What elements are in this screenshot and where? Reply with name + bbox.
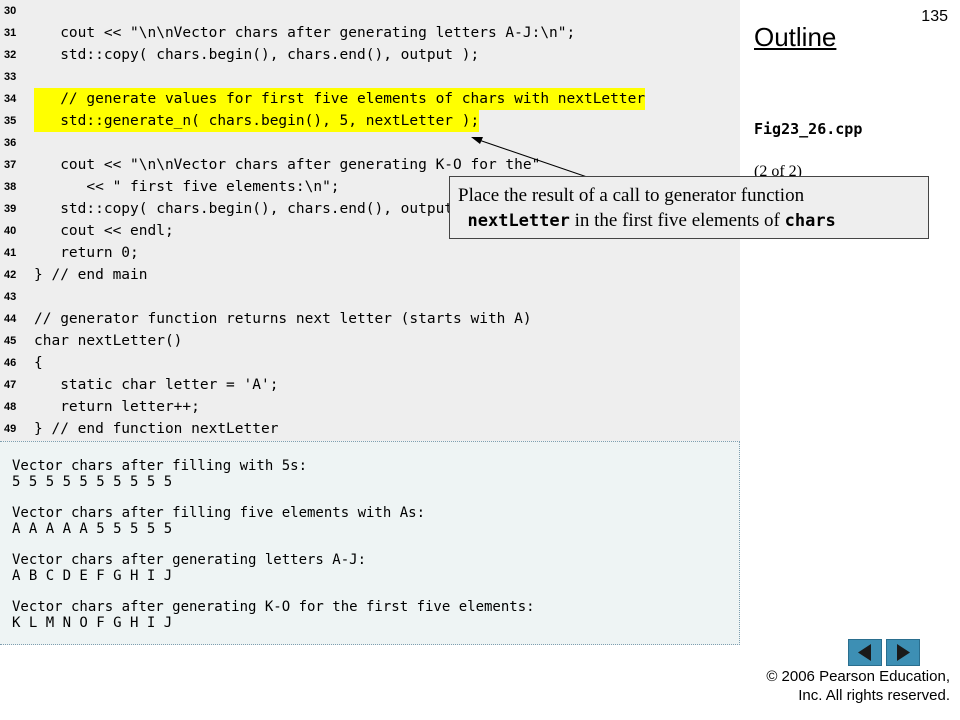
line-number: 34 — [4, 93, 17, 105]
output-line: A A A A A 5 5 5 5 5 — [12, 521, 173, 537]
output-line: Vector chars after generating letters A-… — [12, 552, 367, 568]
code-line: 44 // generator function returns next let… — [0, 308, 740, 330]
code-line: 33 — [0, 66, 740, 88]
line-number: 40 — [4, 225, 17, 237]
code-text: std::generate_n( chars.begin(), 5, nextL… — [34, 110, 480, 132]
code-text: cout << "\n\nVector chars after generati… — [34, 25, 576, 41]
code-line: 45 char nextLetter() — [0, 330, 740, 352]
output-line: A B C D E F G H I J — [12, 568, 173, 584]
code-text: // generate values for first five elemen… — [34, 88, 646, 110]
callout-text-mid: in the first five elements of — [569, 210, 785, 231]
line-number: 41 — [4, 247, 17, 259]
program-output: Vector chars after filling with 5s:5 5 5… — [0, 441, 740, 645]
line-number: 45 — [4, 335, 17, 347]
line-number: 37 — [4, 159, 17, 171]
code-line: 39 std::copy( chars.begin(), chars.end()… — [0, 198, 740, 220]
prev-slide-button[interactable] — [848, 639, 882, 666]
code-line: 38 << " first five elements:\n"; — [0, 176, 740, 198]
file-label: Fig23_26.cpp — [754, 120, 863, 138]
line-number: 38 — [4, 181, 17, 193]
line-number: 33 — [4, 71, 17, 83]
code-line: 34 // generate values for first five ele… — [0, 88, 740, 110]
output-line: Vector chars after filling five elements… — [12, 505, 426, 521]
code-text: std::copy( chars.begin(), chars.end(), o… — [34, 201, 480, 217]
line-number: 44 — [4, 313, 17, 325]
code-text: } // end main — [34, 267, 148, 283]
callout-text-before: Place the result of a call to generator … — [458, 185, 805, 206]
line-number: 43 — [4, 291, 17, 303]
output-line: 5 5 5 5 5 5 5 5 5 5 — [12, 474, 173, 490]
code-line: 43 — [0, 286, 740, 308]
line-number: 30 — [4, 5, 17, 17]
code-text: char nextLetter() — [34, 333, 183, 349]
code-line: 36 — [0, 132, 740, 154]
code-text: return letter++; — [34, 399, 200, 415]
copyright-line1: © 2006 Pearson Education, — [766, 668, 950, 685]
code-line: 46 { — [0, 352, 740, 374]
code-line: 32 std::copy( chars.begin(), chars.end()… — [0, 44, 740, 66]
callout-mono-vector: chars — [784, 211, 836, 231]
code-line: 40 cout << endl; — [0, 220, 740, 242]
line-number: 47 — [4, 379, 17, 391]
code-text: cout << "\n\nVector chars after generati… — [34, 157, 541, 173]
output-line: Vector chars after generating K-O for th… — [12, 599, 535, 615]
line-number: 39 — [4, 203, 17, 215]
line-number: 35 — [4, 115, 17, 127]
line-number: 36 — [4, 137, 17, 149]
outline-title: Outline — [754, 22, 837, 52]
next-arrow-icon — [897, 644, 910, 661]
code-line: 30 — [0, 0, 740, 22]
line-number: 42 — [4, 269, 17, 281]
code-line: 31 cout << "\n\nVector chars after gener… — [0, 22, 740, 44]
prev-arrow-icon — [858, 644, 871, 661]
code-text: // generator function returns next lette… — [34, 311, 532, 327]
code-text: { — [34, 355, 43, 371]
code-line: 49 } // end function nextLetter — [0, 418, 740, 440]
output-line: Vector chars after filling with 5s: — [12, 458, 308, 474]
code-text: std::copy( chars.begin(), chars.end(), o… — [34, 47, 480, 63]
copyright: © 2006 Pearson Education, Inc. All right… — [766, 667, 950, 705]
line-number: 31 — [4, 27, 17, 39]
code-text: << " first five elements:\n"; — [34, 179, 340, 195]
code-line: 48 return letter++; — [0, 396, 740, 418]
code-line: 35 std::generate_n( chars.begin(), 5, ne… — [0, 110, 740, 132]
page-label: (2 of 2) — [754, 163, 802, 180]
callout-box: Place the result of a call to generator … — [449, 176, 929, 239]
output-line: K L M N O F G H I J — [12, 615, 173, 631]
next-slide-button[interactable] — [886, 639, 920, 666]
line-number: 49 — [4, 423, 17, 435]
code-line: 37 cout << "\n\nVector chars after gener… — [0, 154, 740, 176]
line-number: 48 — [4, 401, 17, 413]
code-text: static char letter = 'A'; — [34, 377, 279, 393]
slide-number: 135 — [921, 8, 948, 25]
code-text: return 0; — [34, 245, 139, 261]
code-line: 42 } // end main — [0, 264, 740, 286]
line-number: 32 — [4, 49, 17, 61]
code-line: 47 static char letter = 'A'; — [0, 374, 740, 396]
code-text: cout << endl; — [34, 223, 174, 239]
line-number: 46 — [4, 357, 17, 369]
code-text: } // end function nextLetter — [34, 421, 279, 437]
callout-mono-function: nextLetter — [467, 211, 570, 231]
code-line: 41 return 0; — [0, 242, 740, 264]
copyright-line2: Inc. All rights reserved. — [798, 687, 950, 704]
